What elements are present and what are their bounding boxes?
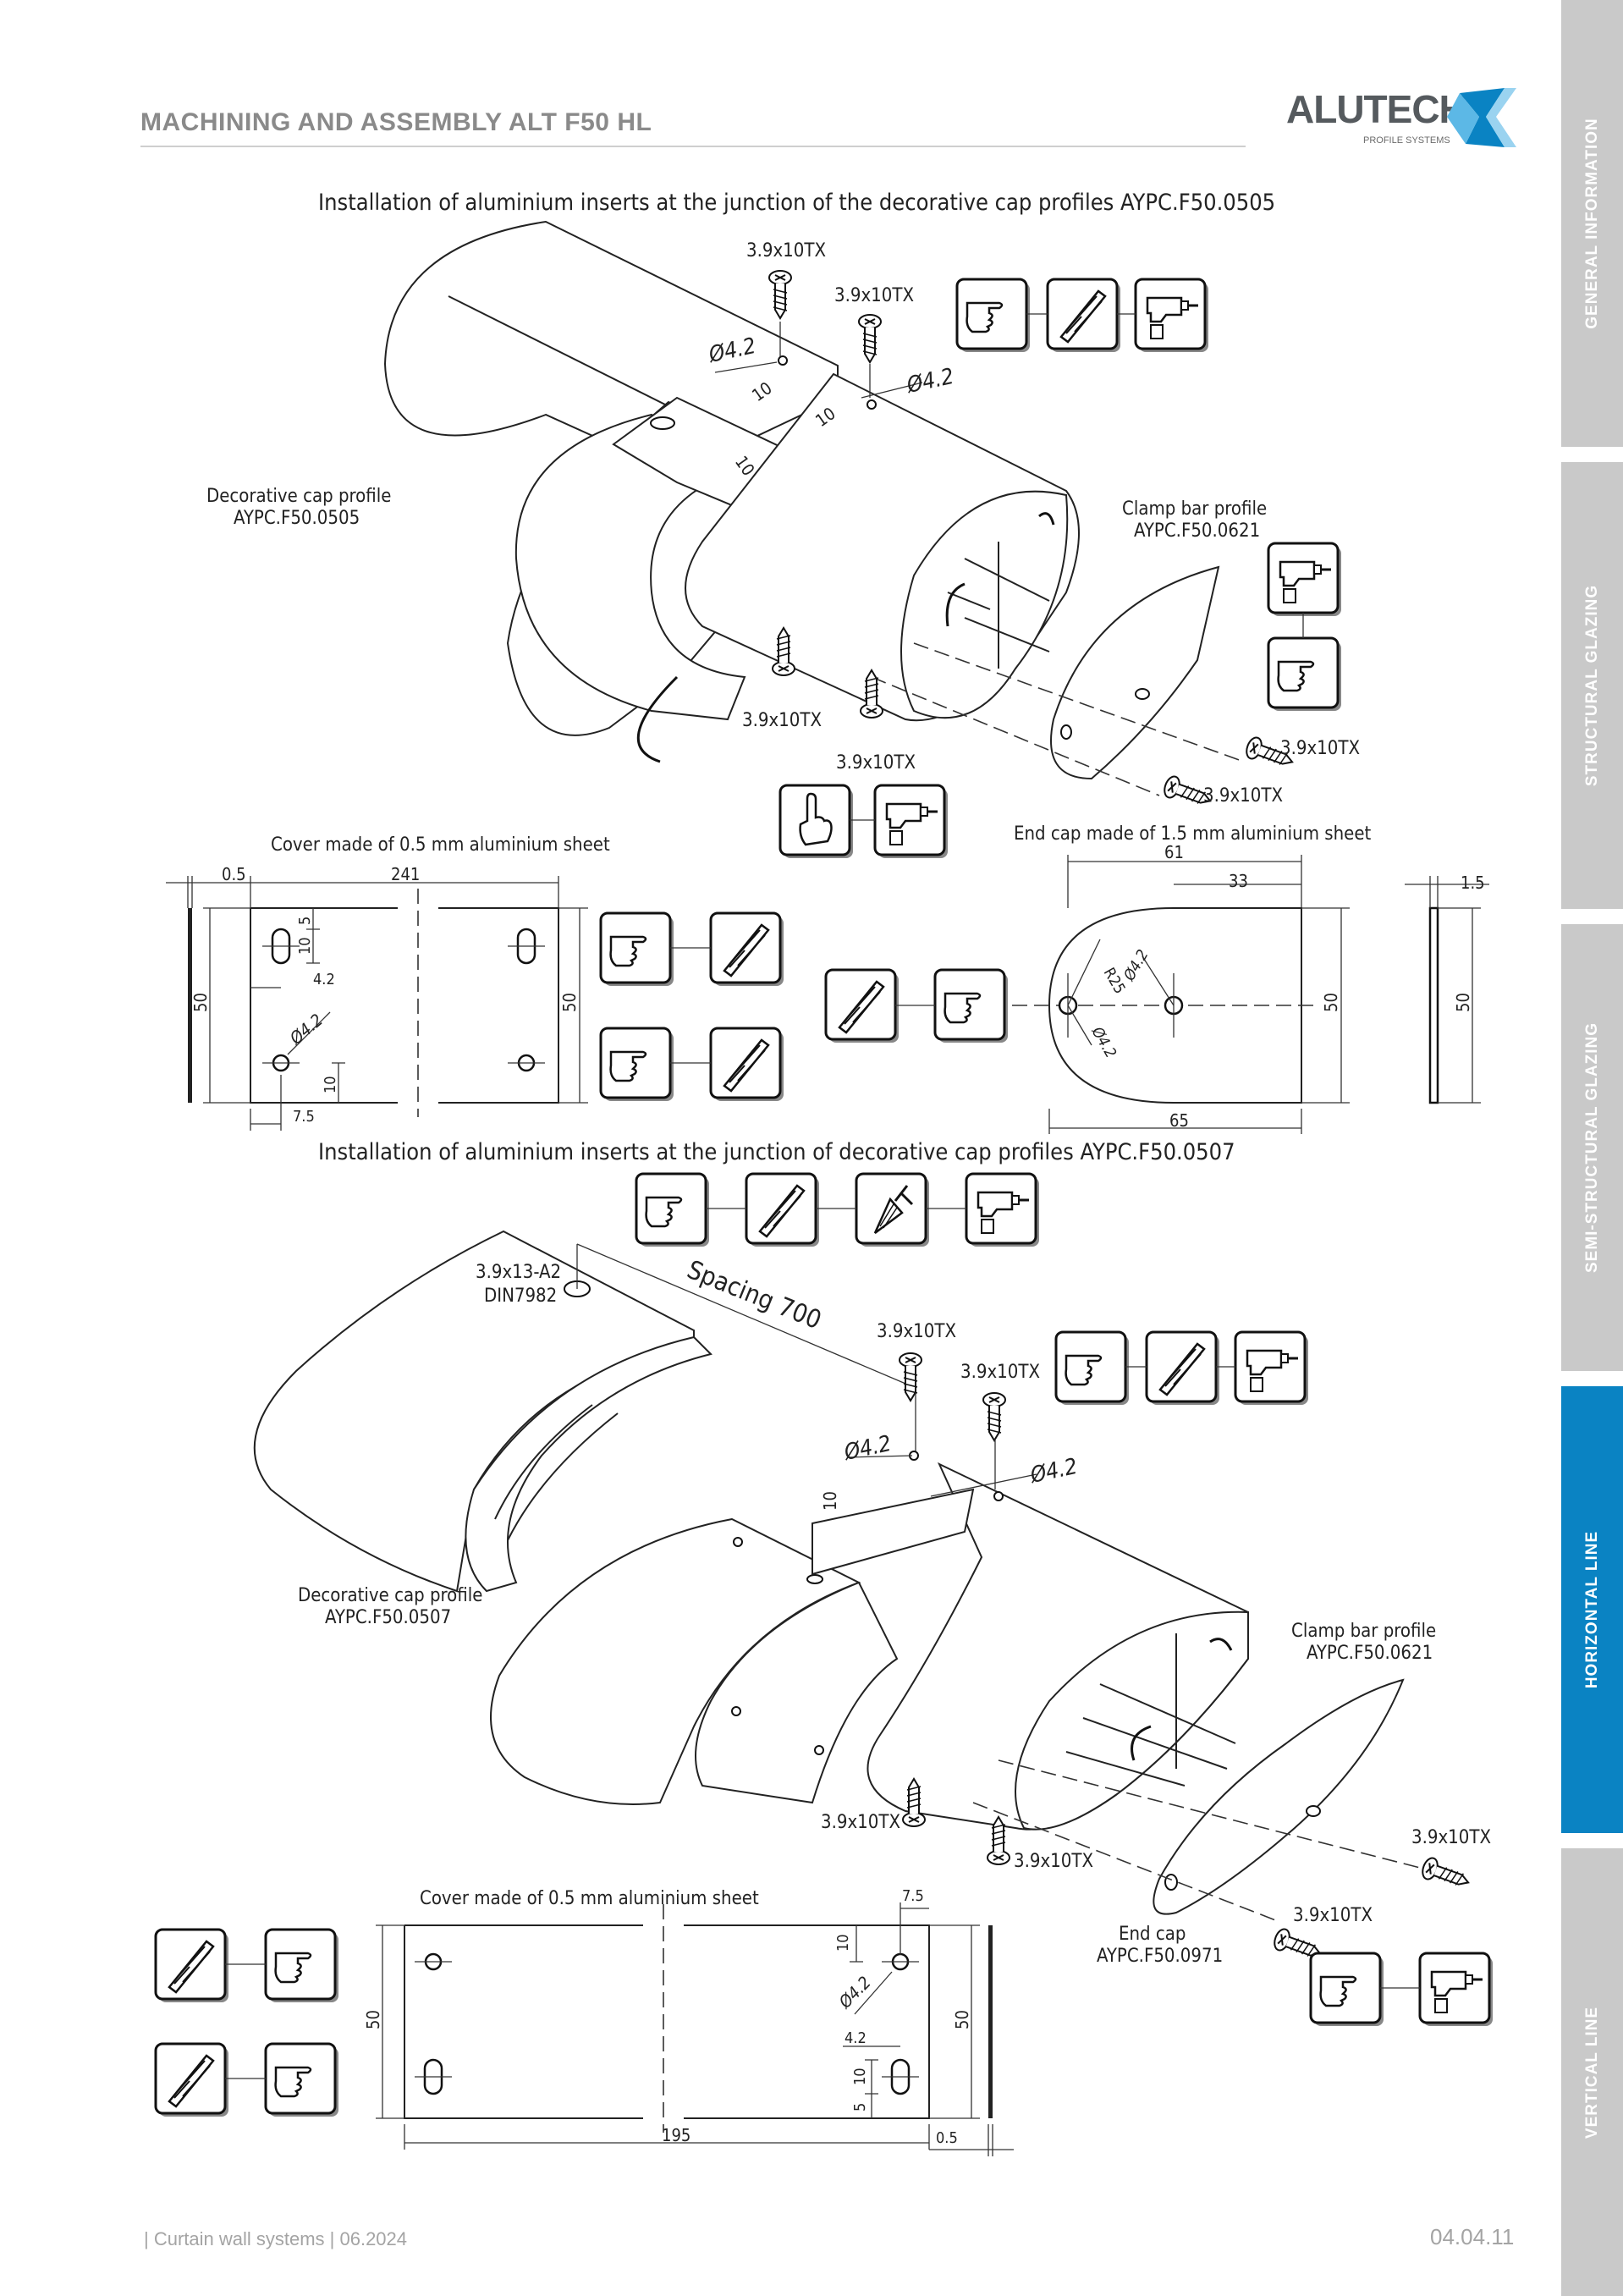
screw2-label-2: 3.9x10TX <box>960 1362 1040 1383</box>
cover-plate-flat-1 <box>166 876 588 1131</box>
endcap-dim-61: 61 <box>1164 842 1184 862</box>
endcap-dim-15: 1.5 <box>1461 873 1485 893</box>
cover2-dim-length: 195 <box>662 2125 690 2145</box>
page-number: 04.04.11 <box>1430 2224 1515 2249</box>
logo-text: ALUTECH <box>1286 87 1467 131</box>
cover2-dim-thickness: 0.5 <box>936 2129 958 2147</box>
section1-title: Installation of aluminium inserts at the… <box>318 190 1275 216</box>
tab-structural-glazing[interactable]: STRUCTURAL GLAZING <box>1561 462 1623 909</box>
cover2-dim-10b: 10 <box>851 2068 869 2085</box>
cover2-dim-42: 4.2 <box>845 2029 867 2047</box>
logo-subtitle: PROFILE SYSTEMS <box>1363 135 1450 146</box>
cover1-dim-thickness: 0.5 <box>222 864 246 884</box>
hole-dia-4: Ø4.2 <box>1027 1454 1080 1489</box>
end-cap-iso-2 <box>972 1678 1431 1922</box>
header-divider <box>140 146 1246 147</box>
clamp-label-1: Clamp bar profile <box>1122 498 1267 520</box>
decorative-label-1: Decorative cap profile <box>206 486 391 507</box>
tab-vertical-line[interactable]: VERTICAL LINE <box>1561 1848 1623 2296</box>
endcap-code-2: AYPC.F50.0971 <box>1097 1946 1223 1967</box>
cover2-dim-h50r: 50 <box>952 2010 972 2029</box>
end-cap-iso <box>871 565 1245 796</box>
screw2-label-6: 3.9x10TX <box>1293 1905 1373 1926</box>
tab-label: HORIZONTAL LINE <box>1582 1530 1601 1689</box>
screw-label-1: 3.9x10TX <box>746 240 826 262</box>
logo-mark-icon <box>1447 88 1516 147</box>
endcap-dim-33: 33 <box>1229 871 1248 891</box>
alutech-logo: ALUTECH PROFILE SYSTEMS <box>1286 83 1516 154</box>
tab-label: STRUCTURAL GLAZING <box>1582 584 1601 787</box>
cover-plate-flat-2 <box>376 1902 1014 2156</box>
technical-drawing: Installation of aluminium inserts at the… <box>154 190 1494 2156</box>
clamp-label-2: Clamp bar profile <box>1291 1621 1436 1642</box>
hole-dia-2: Ø4.2 <box>904 364 956 399</box>
endcap-dim-h50: 50 <box>1321 993 1341 1012</box>
endcap-label-2: End cap <box>1119 1924 1186 1945</box>
decorative-label-2: Decorative cap profile <box>298 1585 482 1606</box>
screw2-label-5: 3.9x10TX <box>1411 1827 1491 1848</box>
rivet-std: DIN7982 <box>484 1286 557 1307</box>
rivet-label: 3.9x13-A2 <box>476 1262 561 1283</box>
cover2-dim-10: 10 <box>834 1934 852 1952</box>
clamp-bar-profile-iso-2 <box>812 1462 1249 1831</box>
cover-title-2: Cover made of 0.5 mm aluminium sheet <box>420 1888 759 1909</box>
screw-label-4: 3.9x10TX <box>836 752 916 774</box>
screw-label-2: 3.9x10TX <box>834 285 914 306</box>
section2-title: Installation of aluminium inserts at the… <box>318 1139 1235 1165</box>
cover1-dim-height-r: 50 <box>559 993 580 1012</box>
cover-sheet-iso-2 <box>490 1517 899 1805</box>
cover1-dim-10b: 10 <box>322 1076 339 1093</box>
hole-dia-3: Ø4.2 <box>841 1431 894 1466</box>
cover2-dim-h50l: 50 <box>363 2010 383 2029</box>
endcap-dim-65: 65 <box>1169 1110 1189 1131</box>
screw2-label-4: 3.9x10TX <box>1014 1851 1093 1872</box>
cover-title-1: Cover made of 0.5 mm aluminium sheet <box>271 834 610 856</box>
tab-label: GENERAL INFORMATION <box>1582 118 1601 329</box>
screw2-label-1: 3.9x10TX <box>877 1321 956 1342</box>
tab-semi-structural-glazing[interactable]: SEMI-STRUCTURAL GLAZING <box>1561 924 1623 1371</box>
page-title: MACHINING AND ASSEMBLY ALT F50 HL <box>140 108 652 136</box>
screw-label-3: 3.9x10TX <box>742 710 822 731</box>
tab-general-information[interactable]: GENERAL INFORMATION <box>1561 0 1623 447</box>
cover2-dim-dia: Ø4.2 <box>834 1972 875 2012</box>
end-cap-flat <box>990 855 1350 1134</box>
tab-label: SEMI-STRUCTURAL GLAZING <box>1582 1021 1601 1274</box>
screw-label-5: 3.9x10TX <box>1280 738 1360 759</box>
endcap-dim-h50b: 50 <box>1453 993 1473 1012</box>
cover2-dim-5: 5 <box>851 2103 869 2112</box>
cover1-dim-dia: Ø4.2 <box>285 1010 327 1049</box>
tab-label: VERTICAL LINE <box>1582 2006 1601 2139</box>
endcap-title: End cap made of 1.5 mm aluminium sheet <box>1014 823 1371 845</box>
cover1-dim-length: 241 <box>391 864 420 884</box>
cover1-dim-height: 50 <box>190 993 211 1012</box>
decorative-code-1: AYPC.F50.0505 <box>234 508 360 529</box>
end-cap-side <box>1405 876 1489 1104</box>
clamp-code-1: AYPC.F50.0621 <box>1134 520 1260 542</box>
screw-label-6: 3.9x10TX <box>1203 785 1283 807</box>
clamp-code-2: AYPC.F50.0621 <box>1307 1643 1433 1664</box>
tab-horizontal-line[interactable]: HORIZONTAL LINE <box>1561 1386 1623 1833</box>
decorative-code-2: AYPC.F50.0507 <box>325 1607 451 1628</box>
dim2-10: 10 <box>820 1491 840 1511</box>
cover1-dim-5: 5 <box>296 917 314 925</box>
cover1-dim-42: 4.2 <box>313 971 335 988</box>
cover2-dim-75: 7.5 <box>902 1887 924 1905</box>
screw2-label-3: 3.9x10TX <box>821 1812 900 1833</box>
cover1-dim-10a: 10 <box>296 937 314 955</box>
spacing-label: Spacing 700 <box>683 1255 825 1335</box>
sidebar: GENERAL INFORMATION STRUCTURAL GLAZING S… <box>1561 0 1623 2296</box>
cover1-dim-75: 7.5 <box>293 1108 315 1126</box>
decorative-cap-profile-0507 <box>253 1230 712 1593</box>
footer-left: | Curtain wall systems | 06.2024 <box>144 2228 408 2249</box>
